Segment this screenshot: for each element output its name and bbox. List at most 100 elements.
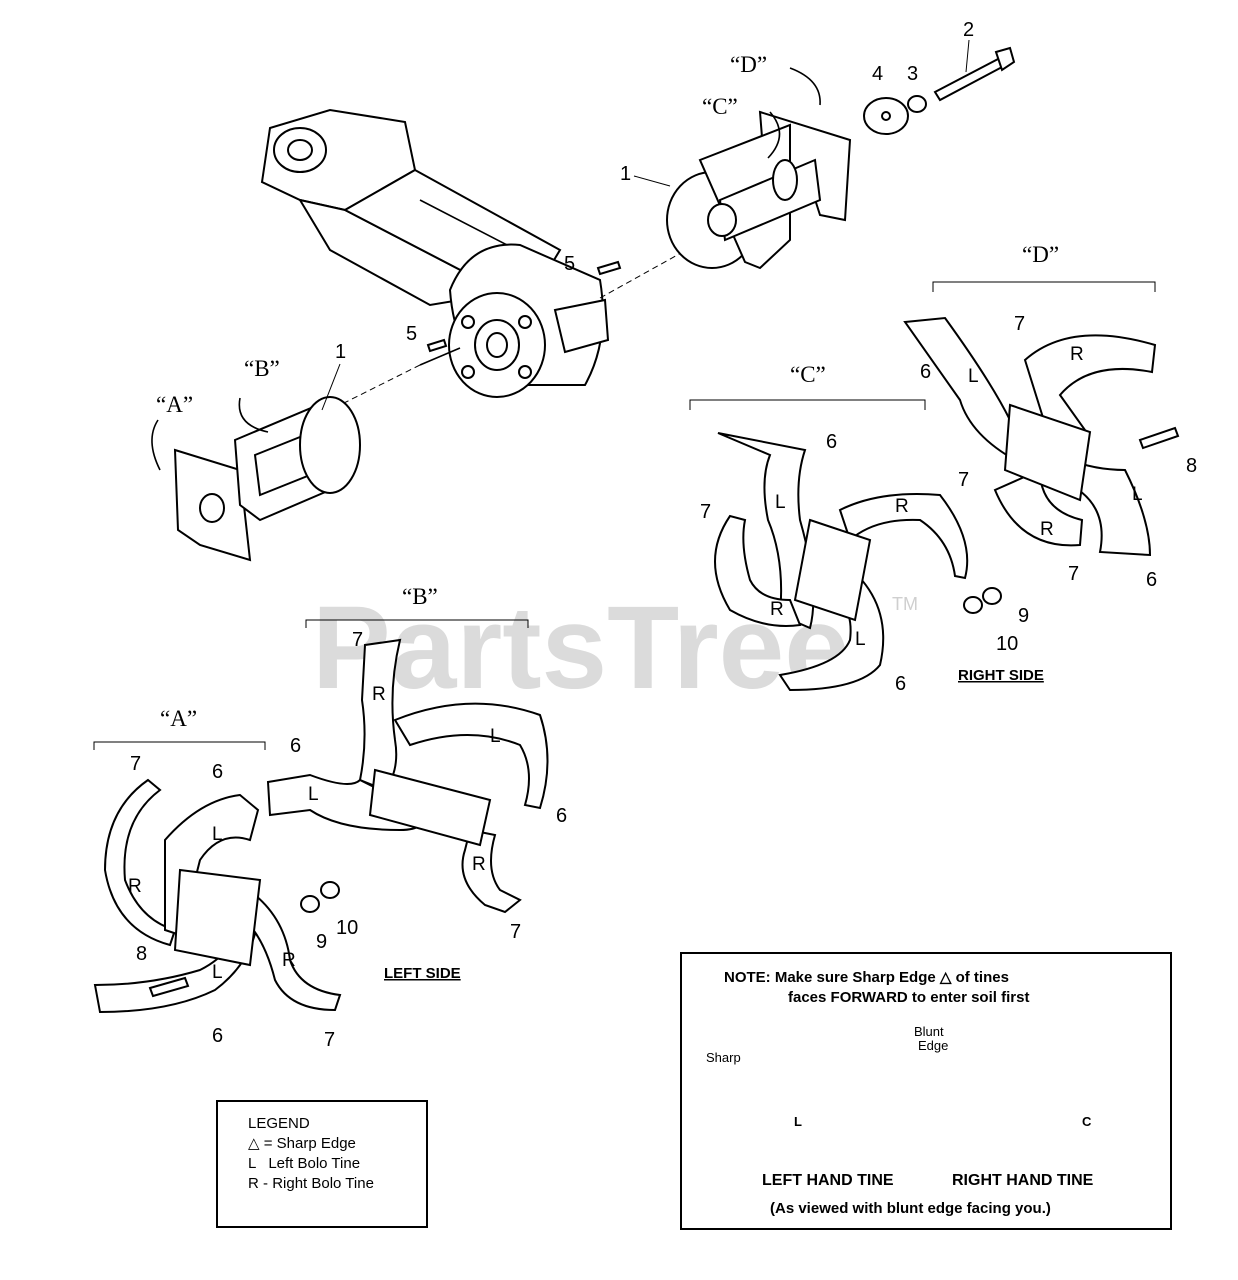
legend-title: LEGEND [248,1115,310,1132]
svg-text:L: L [855,629,866,650]
note-text: NOTE: Make sure Sharp Edge △ of tines fa… [724,968,1164,1008]
callout-1-lower: 1 [335,341,346,363]
callout-7-d1: 7 [1014,313,1025,335]
tine-r-d[interactable] [1023,334,1157,442]
note-line-1: NOTE: Make sure Sharp Edge △ of tines [724,969,1009,986]
note-box: NOTE: Make sure Sharp Edge △ of tines fa… [680,952,1172,1230]
callout-9-left: 9 [316,931,327,953]
note-blunt-label: Blunt [914,1024,944,1039]
callout-10-left: 10 [336,917,358,939]
callout-6-d1: 6 [920,361,931,383]
hex-bolt[interactable] [933,46,1016,102]
tine-r-d-lower[interactable] [993,468,1084,547]
callout-7-a1: 7 [130,753,141,775]
flat-washer[interactable] [863,97,909,135]
tine-l-c[interactable] [717,432,815,630]
tine-group-a: “A” L R R L [93,706,342,1014]
note-line-2: faces FORWARD to enter soil first [788,989,1030,1006]
callout-7-b1: 7 [352,629,363,651]
callout-6-a2: 6 [212,1025,223,1047]
callout-5-upper: 5 [564,253,575,275]
group-label-d-upper: “D” [730,52,767,77]
callout-10-right: 10 [996,633,1018,655]
tine-r-a[interactable] [103,778,177,947]
lock-washer[interactable] [907,95,927,113]
group-label-a: “A” [160,706,197,731]
group-label-b-upper: “B” [244,356,280,381]
legend-row-right-bolo: R - Right Bolo Tine [248,1175,374,1192]
note-tine-c-letter: C [1082,1114,1092,1129]
tine-group-d: “D” L R L R [903,242,1157,557]
lock-nut-left[interactable] [320,881,340,899]
callout-9-right: 9 [1018,605,1029,627]
watermark-tm: TM [892,594,918,614]
svg-text:L: L [775,492,786,513]
arrow-d [789,67,821,106]
left-side-label: LEFT SIDE [384,965,461,982]
legend-box: LEGEND △ = Sharp Edge L Left Bolo Tine R… [216,1100,428,1228]
note-tine-l-letter: L [794,1114,802,1129]
tine-r-c[interactable] [714,514,802,627]
tine-r-b[interactable] [358,638,402,792]
tine-r-c-right[interactable] [838,493,969,580]
carriage-bolt-left[interactable] [148,976,190,998]
svg-text:L: L [490,726,501,747]
callout-6-a1: 6 [212,761,223,783]
callout-6-c1: 6 [826,431,837,453]
tine-r-b-lower[interactable] [461,828,522,914]
svg-text:L: L [212,962,223,983]
note-edge-label: Edge [918,1038,949,1053]
clevis-pin-upper[interactable] [596,260,622,276]
callout-6-b1: 6 [290,735,301,757]
right-hub-assembly[interactable] [666,110,852,270]
svg-text:R: R [1070,344,1084,365]
callout-4: 4 [872,63,883,85]
svg-text:R: R [895,496,909,517]
clevis-pin-lower[interactable] [426,338,448,353]
callout-7-c1: 7 [700,501,711,523]
svg-text:L: L [968,366,979,387]
group-label-d: “D” [1022,242,1059,267]
left-hub-assembly[interactable] [173,396,361,562]
hex-nut-left[interactable] [300,895,320,913]
svg-text:R: R [770,599,784,620]
svg-text:R: R [1040,519,1054,540]
callout-7-c2: 7 [958,469,969,491]
callout-8-left: 8 [136,943,147,965]
arrow-a [151,419,161,471]
tine-l-b[interactable] [393,702,549,810]
legend-row-left-bolo: L Left Bolo Tine [248,1155,361,1172]
arrow-b [238,397,269,433]
tine-group-c: “C” L R R L [689,362,969,692]
callout-6-d2: 6 [1146,569,1157,591]
callout-3: 3 [907,63,918,85]
group-label-a-upper: “A” [156,392,193,417]
callout-7-d2: 7 [1068,563,1079,585]
callout-5-lower: 5 [406,323,417,345]
right-hand-tine-caption: RIGHT HAND TINE [952,1172,1094,1189]
group-label-c: “C” [790,362,826,387]
svg-text:R: R [472,854,486,875]
svg-text:R: R [372,684,386,705]
tine-group-b: “B” R L L R [266,584,549,914]
callout-6-c2: 6 [895,673,906,695]
group-label-c-upper: “C” [702,94,738,119]
note-footer: (As viewed with blunt edge facing you.) [770,1200,1051,1217]
svg-text:L: L [308,784,319,805]
svg-text:L: L [1132,484,1143,505]
right-side-label: RIGHT SIDE [958,667,1044,684]
legend-row-sharp-edge: △ = Sharp Edge [248,1135,356,1152]
tine-r-a-right[interactable] [243,893,342,1012]
hex-nut-right[interactable] [982,587,1002,605]
callout-6-b2: 6 [556,805,567,827]
callout-2: 2 [963,19,974,41]
callout-8-right: 8 [1186,455,1197,477]
note-sharp-label: Sharp [706,1050,741,1065]
carriage-bolt-right[interactable] [1138,426,1180,450]
svg-text:L: L [212,824,223,845]
group-label-b: “B” [402,584,438,609]
transmission-housing[interactable] [260,108,610,398]
lock-nut-right[interactable] [963,596,983,614]
callout-7-b2: 7 [510,921,521,943]
arrow-c [767,111,781,159]
